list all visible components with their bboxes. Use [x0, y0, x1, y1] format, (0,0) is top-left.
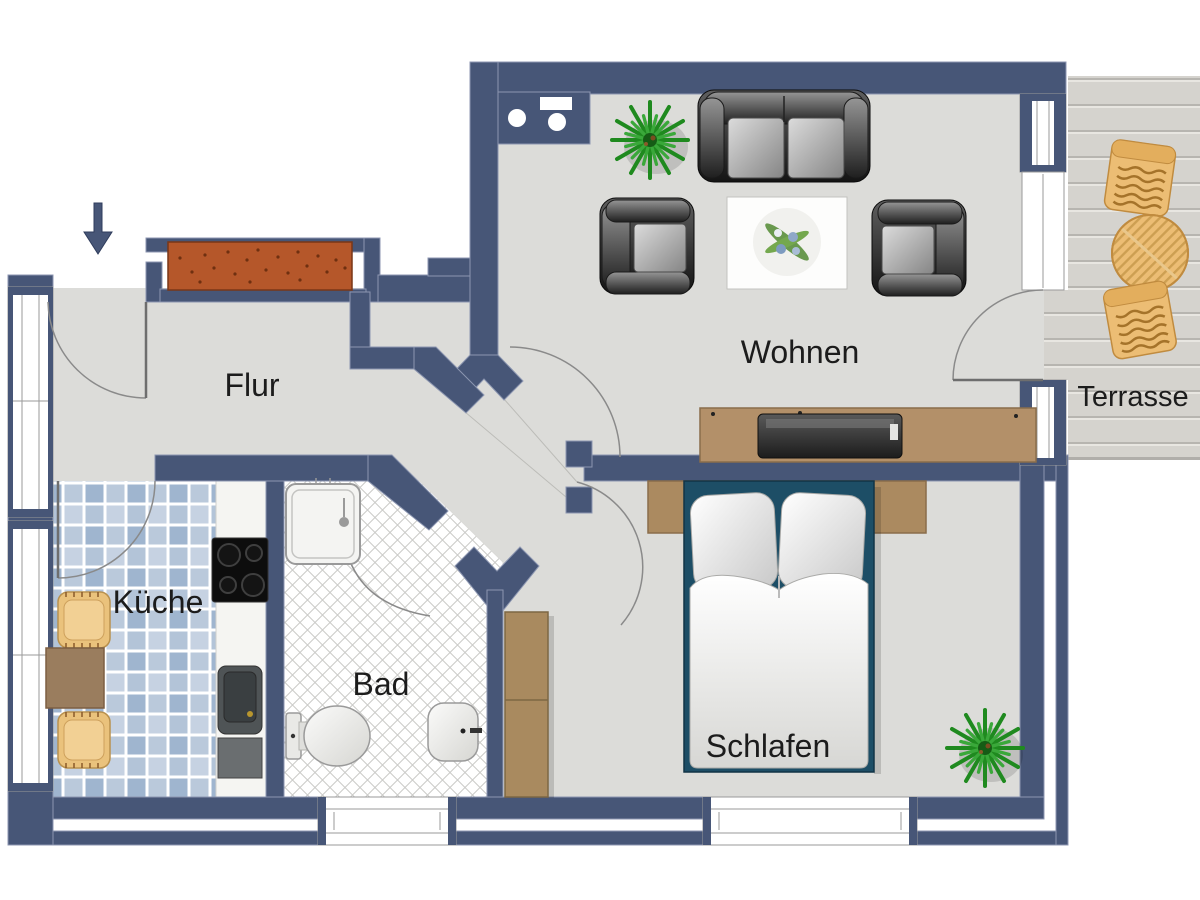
- table-decoration: [765, 223, 809, 261]
- armchair: [599, 197, 695, 295]
- kitchen-sink: [217, 665, 263, 779]
- duvet: [689, 573, 869, 769]
- bath-sink: [427, 702, 482, 762]
- bedroom-door: [576, 481, 644, 626]
- room-label-schlafen: Schlafen: [706, 728, 831, 764]
- window-living-right-upper: [1019, 93, 1067, 173]
- armchair: [871, 199, 967, 297]
- wardrobe: [504, 611, 554, 798]
- terrace-area: [1044, 76, 1200, 460]
- dining-chair: [57, 591, 111, 649]
- room-label-flur: Flur: [224, 367, 279, 403]
- coffee-table: [726, 196, 848, 290]
- window-bath-bottom: [317, 796, 457, 846]
- window-left-upper: [7, 286, 54, 518]
- utility-block: [497, 91, 591, 145]
- living-room-door: [509, 346, 621, 458]
- room-label-wohnen: Wohnen: [741, 334, 860, 370]
- entrance-door: [47, 301, 148, 399]
- room-label-bad: Bad: [353, 666, 410, 702]
- tv: [757, 413, 903, 459]
- bed: [683, 480, 881, 774]
- room-label-terrasse: Terrasse: [1077, 381, 1188, 413]
- kitchen-door: [56, 480, 156, 579]
- walls: [7, 61, 1069, 846]
- room-label-kueche: Küche: [113, 584, 204, 620]
- window-bedroom-bottom: [702, 796, 918, 846]
- cooktop: [211, 537, 269, 603]
- entrance-arrow-icon: [83, 202, 113, 255]
- dining-table: [45, 647, 105, 709]
- tv-sideboard: [699, 407, 1037, 463]
- terrace-chair: [1101, 278, 1179, 362]
- terrace-door-panel: [1021, 171, 1065, 291]
- dining-chair: [57, 711, 111, 769]
- hall-cabinet: [167, 241, 353, 291]
- shower: [285, 478, 361, 565]
- sofa: [697, 89, 871, 183]
- terrace-table: [1111, 214, 1189, 292]
- terrace-chair: [1102, 137, 1178, 219]
- terrace-door: [952, 289, 1044, 382]
- toilet: [285, 705, 371, 767]
